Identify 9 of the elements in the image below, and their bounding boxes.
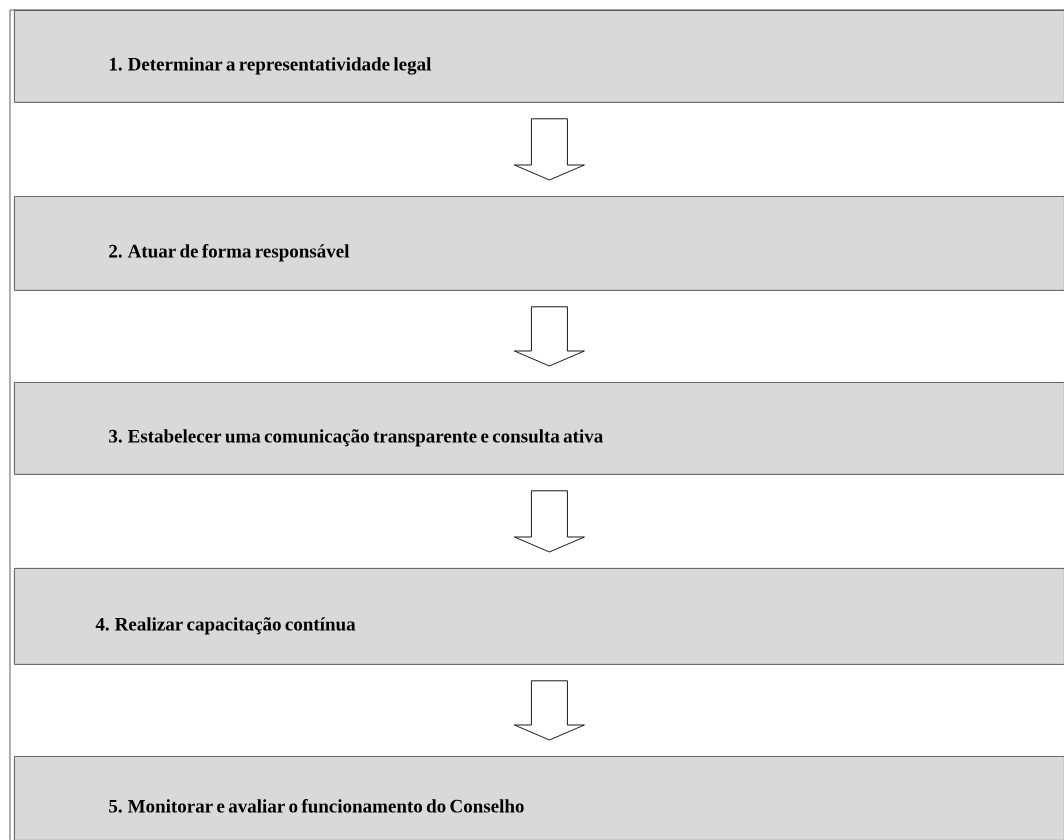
step-band: 1. Determinar a representatividade legal xyxy=(14,10,1064,103)
step-band: 2. Atuar de forma responsável xyxy=(14,196,1064,291)
step-band: 5. Monitorar e avaliar o funcionamento do Conselho xyxy=(14,756,1064,840)
step-band: 3. Estabelecer uma comunicação transparente e consulta ativa xyxy=(14,382,1064,475)
block-arrow xyxy=(513,490,585,553)
step-band: 4. Realizar capacitação contínua xyxy=(14,568,1064,665)
block-arrow xyxy=(513,680,585,741)
block-arrow xyxy=(513,306,585,367)
block-arrow xyxy=(513,118,585,181)
